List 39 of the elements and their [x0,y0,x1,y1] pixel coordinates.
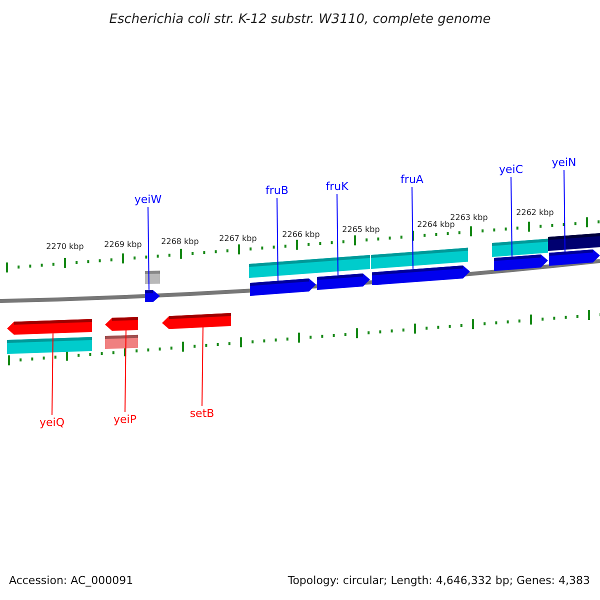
scale-label: 2268 kbp [161,237,199,247]
leader-line [124,330,126,412]
leader-line [336,194,338,276]
leader-line [276,198,278,282]
gene-label: fruB [266,183,288,198]
gene-label: yeiQ [40,415,64,430]
gene-bar [105,316,138,331]
scale-label: 2262 kbp [516,208,554,218]
gene-label: setB [190,406,214,421]
gene-bar [162,312,231,329]
leader-line [202,326,204,406]
gene-bar [7,319,92,335]
scale-label: 2265 kbp [342,225,380,235]
leader-line [564,170,566,252]
gene-bar [372,264,470,285]
gene-label: yeiN [552,155,576,170]
gene-bar [494,254,548,271]
scale-label: 2263 kbp [450,213,488,222]
footer-text: Accession: AC_000091 [9,574,134,588]
gene-label: yeiW [134,192,162,207]
leader-line [510,176,512,258]
gene-label: fruA [400,172,424,187]
scale-label: 2270 kbp [46,242,84,252]
leader-line [148,206,150,290]
title: Escherichia coli str. K-12 substr. W3110, complete genome [108,11,492,29]
scale-label: 2266 kbp [282,230,320,240]
gene-label: yeiC [499,162,523,177]
scale-label: 2269 kbp [104,240,142,250]
gene-label: fruK [326,179,348,194]
footer-text: Topology: circular; Length: 4,646,332 bp; Genes: 4,383 [288,574,590,588]
gene-bar [145,290,160,302]
scale-label: 2264 kbp [417,220,455,230]
gene-bar [549,249,600,266]
gene-bar [317,273,370,290]
gene-bar [250,278,316,296]
leader-line [52,332,54,416]
scale-label: 2267 kbp [219,234,257,244]
leader-line [412,186,414,270]
gene-label: yeiP [114,412,136,427]
